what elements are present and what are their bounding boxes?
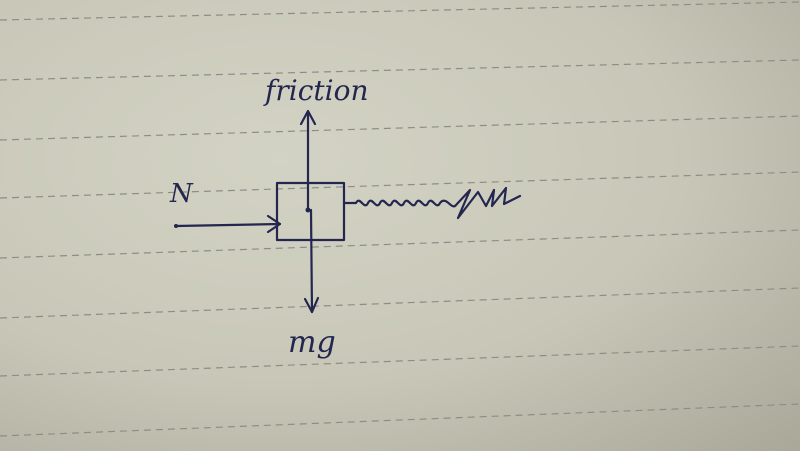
friction-label: friction [263, 74, 368, 107]
normal-force-label: N [169, 179, 194, 209]
weight-label: mg [288, 325, 336, 360]
normal-force-arrow [174, 214, 282, 234]
spring [342, 186, 522, 220]
friction-arrow [299, 109, 317, 212]
ruled-lines [0, 1, 800, 437]
weight-arrow [303, 208, 320, 314]
